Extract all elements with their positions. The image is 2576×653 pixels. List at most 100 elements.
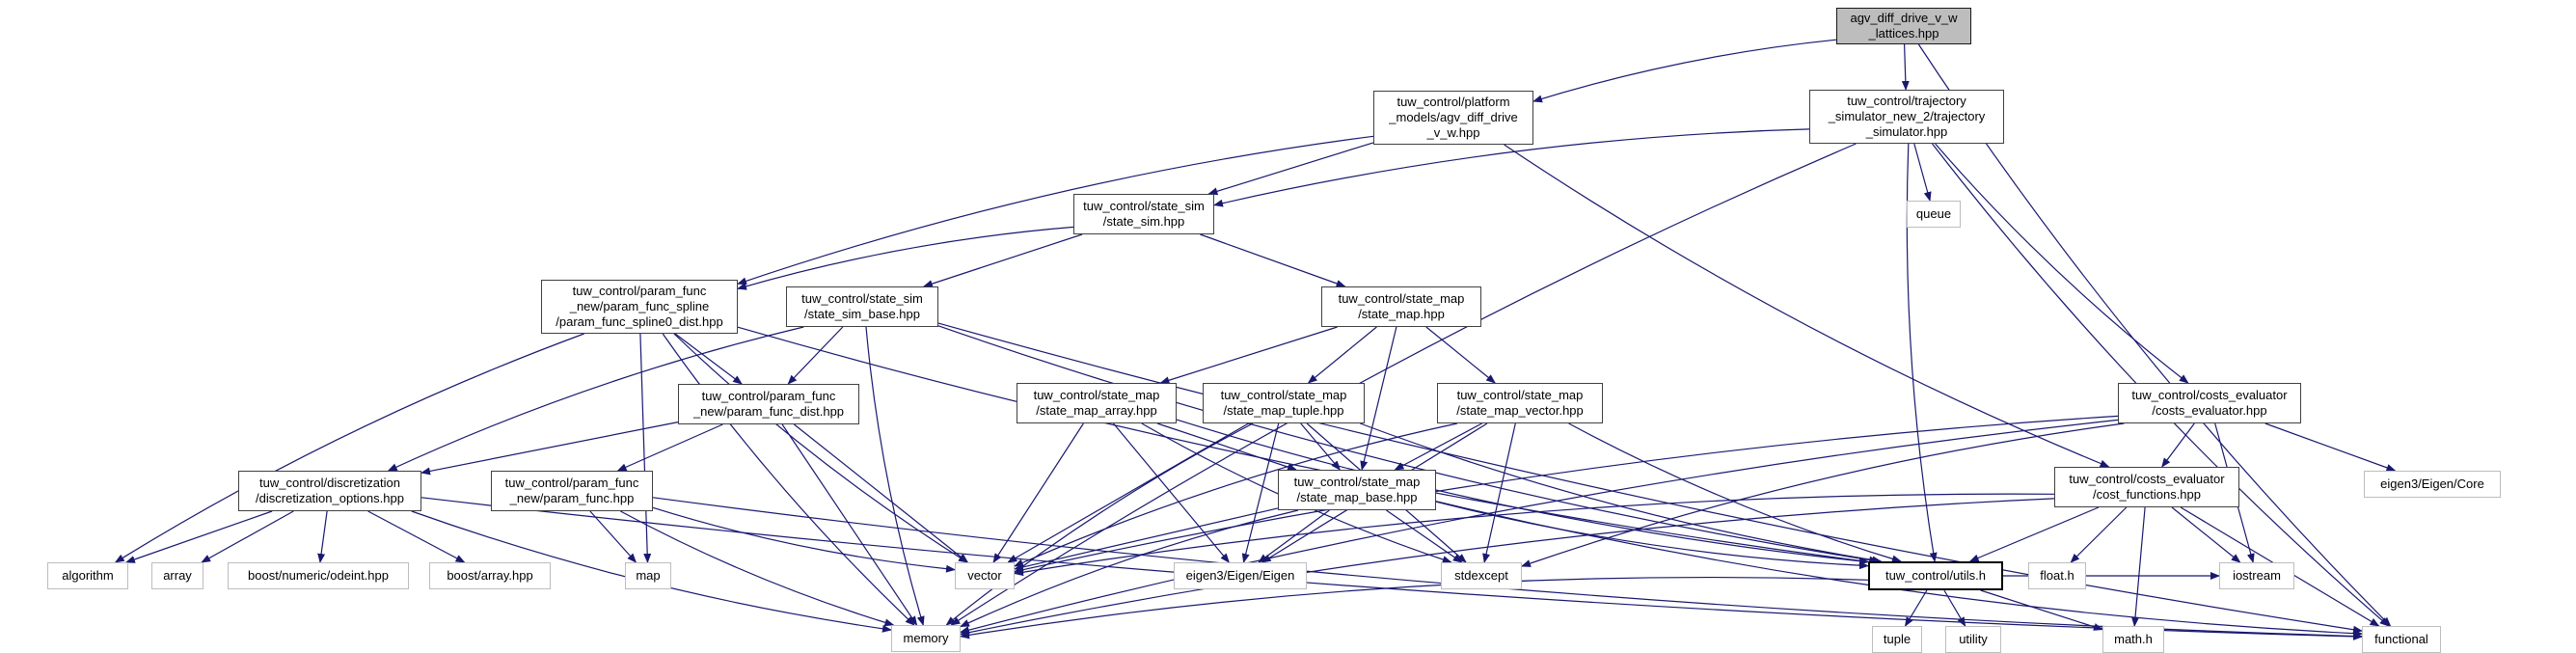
graph-node-label: _lattices.hpp bbox=[1868, 26, 1939, 41]
edge-simbase-pfdist bbox=[787, 326, 844, 385]
graph-node-label: tuw_control/state_sim bbox=[1083, 199, 1205, 214]
edge-costfunc-utils bbox=[1968, 506, 2100, 562]
graph-node-label: tuw_control/platform bbox=[1396, 95, 1510, 110]
graph-node-label: tuw_control/costs_evaluator bbox=[2069, 472, 2225, 487]
graph-node-costfunc[interactable]: tuw_control/costs_evaluator/cost_functio… bbox=[2054, 467, 2239, 507]
edge-smtuple-vector bbox=[1007, 422, 1249, 563]
graph-node-boostarray: boost/array.hpp bbox=[429, 562, 551, 589]
graph-node-costseval[interactable]: tuw_control/costs_evaluator/costs_evalua… bbox=[2118, 383, 2301, 423]
graph-node-map: map bbox=[625, 562, 671, 589]
graph-node-label: _new/param_func_dist.hpp bbox=[692, 404, 845, 419]
edge-pfdist-discretization bbox=[420, 422, 679, 476]
graph-node-label: _new/param_func_spline bbox=[569, 299, 710, 314]
edge-statesim-statemap bbox=[1200, 233, 1346, 287]
edge-costseval-memory bbox=[960, 419, 2119, 635]
graph-node-label: /state_map_array.hpp bbox=[1036, 403, 1157, 418]
graph-node-label: /state_sim.hpp bbox=[1102, 214, 1185, 229]
edge-statemap-smvector bbox=[1425, 326, 1496, 384]
edge-costfunc-memory bbox=[960, 498, 2055, 637]
edge-spline0-vector bbox=[673, 333, 968, 563]
edge-smtuple-utils bbox=[1360, 422, 1883, 564]
edge-costfunc-floath bbox=[2070, 506, 2128, 563]
edge-statesim-spline0 bbox=[737, 226, 1074, 290]
edge-costseval-vector bbox=[1014, 415, 2119, 574]
edge-smbase-eigeneigen bbox=[1258, 509, 1330, 563]
graph-node-label: /state_map_base.hpp bbox=[1296, 490, 1418, 504]
edge-costseval-costfunc bbox=[2161, 422, 2195, 468]
graph-node-label: tuw_control/state_map bbox=[1293, 475, 1421, 490]
graph-node-label: map bbox=[636, 568, 661, 584]
graph-node-label: tuw_control/discretization bbox=[259, 476, 400, 491]
graph-node-label: tuw_control/state_map bbox=[1456, 388, 1584, 403]
edge-utils-tuple bbox=[1904, 589, 1928, 627]
graph-node-algorithm: algorithm bbox=[47, 562, 128, 589]
graph-node-label: tuw_control/costs_evaluator bbox=[2131, 388, 2288, 403]
graph-node-label: _new/param_func.hpp bbox=[509, 491, 635, 505]
edge-smtuple-eigeneigen bbox=[1241, 422, 1280, 563]
edge-discretization-array bbox=[201, 510, 294, 563]
graph-node-smvector[interactable]: tuw_control/state_map/state_map_vector.h… bbox=[1437, 383, 1603, 423]
graph-node-stdexcept: stdexcept bbox=[1441, 562, 1522, 589]
edge-paramfunc-map bbox=[589, 510, 637, 563]
graph-node-statesim[interactable]: tuw_control/state_sim/state_sim.hpp bbox=[1073, 194, 1214, 234]
graph-node-paramfunc[interactable]: tuw_control/param_func_new/param_func.hp… bbox=[491, 471, 653, 511]
graph-node-label: tuple bbox=[1883, 632, 1912, 647]
graph-node-simbase[interactable]: tuw_control/state_sim/state_sim_base.hpp bbox=[786, 286, 938, 327]
edge-trajsim-queue bbox=[1913, 143, 1932, 202]
graph-node-label: tuw_control/trajectory bbox=[1847, 94, 1966, 109]
edge-spline0-utils bbox=[737, 326, 1869, 565]
edge-smarray-vector bbox=[992, 422, 1084, 563]
graph-node-discretization[interactable]: tuw_control/discretization/discretizatio… bbox=[238, 471, 421, 511]
graph-node-statemap[interactable]: tuw_control/state_map/state_map.hpp bbox=[1321, 286, 1481, 327]
graph-node-smarray[interactable]: tuw_control/state_map/state_map_array.hp… bbox=[1017, 383, 1177, 423]
graph-node-pfdist[interactable]: tuw_control/param_func_new/param_func_di… bbox=[678, 384, 859, 424]
graph-node-mathh: math.h bbox=[2102, 626, 2164, 653]
edge-smbase-stdexcept bbox=[1386, 509, 1463, 563]
graph-node-platform[interactable]: tuw_control/platform_models/agv_diff_dri… bbox=[1373, 91, 1533, 145]
graph-node-smtuple[interactable]: tuw_control/state_map/state_map_tuple.hp… bbox=[1203, 383, 1365, 423]
graph-node-label: agv_diff_drive_v_w bbox=[1850, 11, 1958, 26]
edge-statemap-smtuple bbox=[1307, 326, 1377, 384]
edge-platform-statesim bbox=[1207, 142, 1374, 196]
graph-node-tuple: tuple bbox=[1872, 626, 1922, 653]
graph-node-label: memory bbox=[903, 631, 949, 646]
graph-node-label: array bbox=[163, 568, 192, 584]
graph-node-eigeneigen: eigen3/Eigen/Eigen bbox=[1174, 562, 1307, 589]
graph-node-label: tuw_control/param_func bbox=[701, 389, 836, 404]
graph-node-label: /discretization_options.hpp bbox=[256, 491, 404, 505]
edge-simbase-memory bbox=[865, 326, 925, 626]
graph-node-label: /state_map.hpp bbox=[1358, 307, 1445, 321]
edge-statemap-smarray bbox=[1159, 326, 1338, 385]
edge-spline0-pfdist bbox=[674, 333, 743, 385]
edge-platform-spline0 bbox=[737, 135, 1374, 286]
graph-node-spline0[interactable]: tuw_control/param_func_new/param_func_sp… bbox=[541, 280, 738, 334]
edge-costseval-eigencore bbox=[2264, 422, 2397, 472]
edge-smvector-smbase bbox=[1394, 422, 1482, 471]
graph-node-label: tuw_control/param_func bbox=[504, 476, 639, 491]
edge-smtuple-memory bbox=[945, 422, 1254, 626]
graph-node-label: tuw_control/state_sim bbox=[801, 291, 923, 307]
edge-trajsim-statesim bbox=[1213, 128, 1810, 207]
graph-node-queue: queue bbox=[1907, 201, 1961, 228]
graph-node-array: array bbox=[151, 562, 203, 589]
graph-node-smbase[interactable]: tuw_control/state_map/state_map_base.hpp bbox=[1278, 470, 1436, 510]
graph-node-label: iostream bbox=[2233, 568, 2281, 584]
edge-discretization-functional bbox=[420, 497, 2363, 640]
graph-node-label: eigen3/Eigen/Core bbox=[2380, 476, 2484, 492]
edge-discretization-boostarray bbox=[367, 510, 466, 563]
edge-simbase-discretization bbox=[387, 326, 804, 472]
graph-node-label: vector bbox=[967, 568, 1002, 584]
graph-node-utils[interactable]: tuw_control/utils.h bbox=[1868, 561, 2003, 590]
edge-root-trajsim bbox=[1901, 43, 1910, 91]
graph-node-odeint: boost/numeric/odeint.hpp bbox=[228, 562, 409, 589]
graph-node-iostream: iostream bbox=[2219, 562, 2294, 589]
graph-node-label: _v_w.hpp bbox=[1426, 124, 1480, 140]
edge-smbase-memory bbox=[960, 509, 1299, 628]
edge-smbase-vector bbox=[1014, 507, 1279, 571]
graph-node-trajsim[interactable]: tuw_control/trajectory_simulator_new_2/t… bbox=[1809, 90, 2004, 144]
edge-pfdist-vector bbox=[794, 423, 969, 563]
edge-utils-utility bbox=[1943, 589, 1966, 627]
graph-node-label: /costs_evaluator.hpp bbox=[2152, 403, 2267, 418]
